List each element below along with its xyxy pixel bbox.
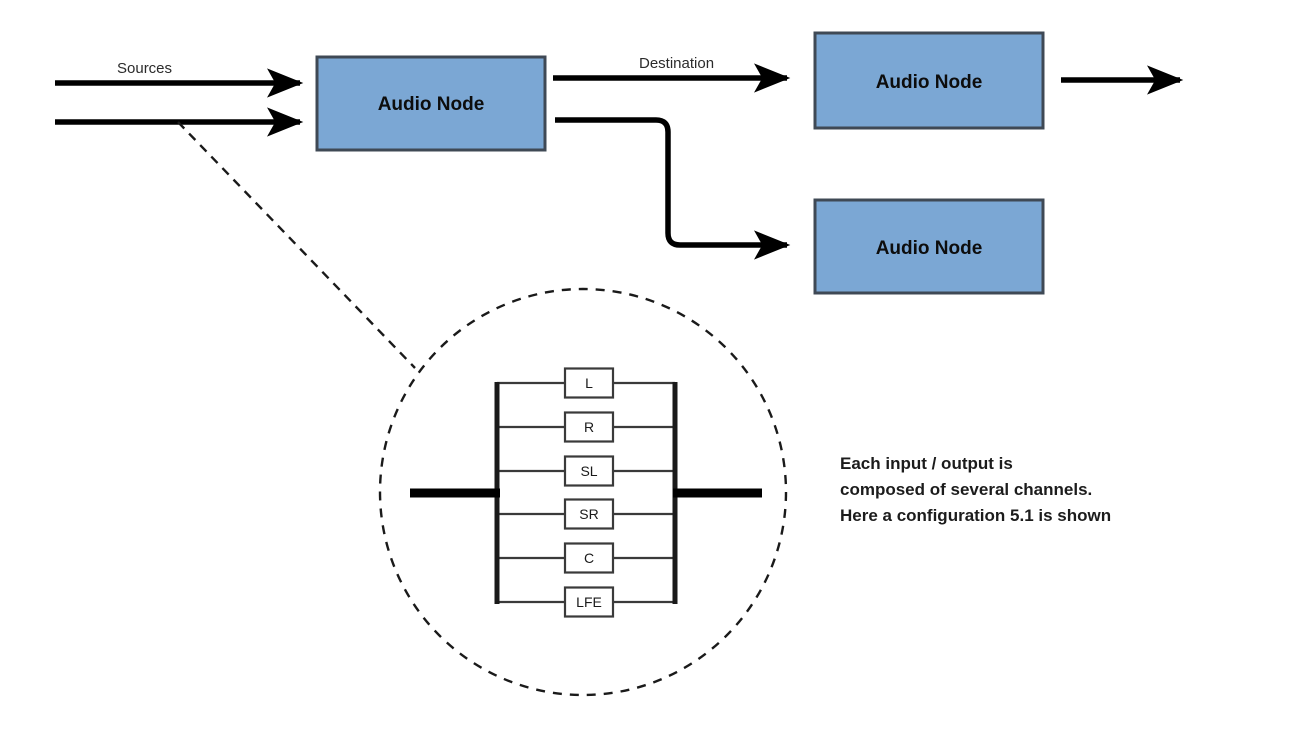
- channel-box-l-rect[interactable]: [563, 367, 615, 399]
- channel-box-sl[interactable]: SL: [563, 455, 615, 487]
- channel-box-c-rect[interactable]: [563, 542, 615, 574]
- channel-box-lfe[interactable]: LFE: [563, 586, 615, 618]
- node-input-label: Audio Node: [378, 94, 485, 115]
- node-dest-bottom[interactable]: Audio Node: [813, 198, 1045, 295]
- node-dest-top[interactable]: Audio Node: [813, 31, 1045, 130]
- channel-caption: Each input / output is composed of sever…: [840, 454, 1111, 525]
- destination-arrows-group: Destination: [553, 55, 791, 260]
- caption-line-1: Each input / output is: [840, 454, 1013, 473]
- channel-box-r-rect[interactable]: [563, 411, 615, 443]
- callout-circle: [378, 287, 788, 697]
- channel-box-sr-label: SR: [579, 506, 598, 522]
- channel-box-lfe-rect[interactable]: [563, 586, 615, 618]
- channel-box-sr-rect[interactable]: [563, 498, 615, 530]
- channel-box-r-label: R: [584, 419, 594, 435]
- channel-box-c-label: C: [584, 550, 594, 566]
- caption-line-3: Here a configuration 5.1 is shown: [840, 506, 1111, 525]
- callout-leader-line: [177, 121, 416, 369]
- channel-box-l-label: L: [585, 375, 593, 391]
- destination-label: Destination: [639, 55, 714, 72]
- channel-box-sl-rect[interactable]: [563, 455, 615, 487]
- source-arrows-group: Sources: [55, 60, 304, 137]
- caption-line-2: composed of several channels.: [840, 480, 1092, 499]
- node-input[interactable]: Audio Node: [315, 55, 547, 152]
- channel-box-sl-label: SL: [580, 463, 597, 479]
- channel-box-lfe-label: LFE: [576, 594, 602, 610]
- node-dest-bottom-box[interactable]: [813, 198, 1045, 295]
- channel-box-sr[interactable]: SR: [563, 498, 615, 530]
- destination-arrow-branch: [555, 117, 791, 260]
- node-dest-top-label: Audio Node: [876, 72, 983, 93]
- sources-label: Sources: [117, 60, 172, 77]
- channel-box-c[interactable]: C: [563, 542, 615, 574]
- node-dest-bottom-label: Audio Node: [876, 238, 983, 259]
- channel-box-l[interactable]: L: [563, 367, 615, 399]
- node-input-box[interactable]: [315, 55, 547, 152]
- channel-box-r[interactable]: R: [563, 411, 615, 443]
- node-dest-top-box[interactable]: [813, 31, 1045, 130]
